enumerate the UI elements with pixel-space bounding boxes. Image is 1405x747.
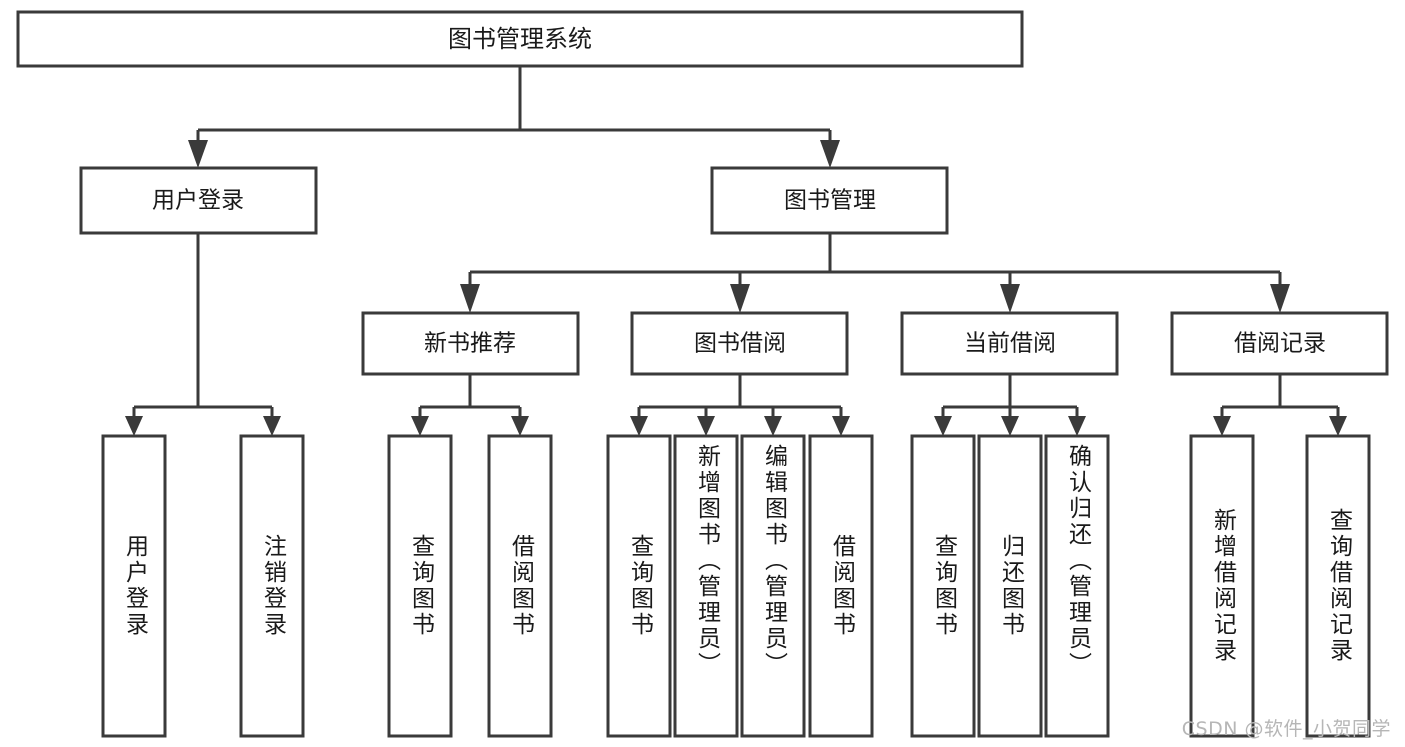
leaf-box-borrow-book-2[interactable] <box>808 434 874 738</box>
arrow-head-leaf-add-book <box>697 416 715 436</box>
arrow-head-leaf-borrow-book-2 <box>832 416 850 436</box>
leaf-boxes-book-borrow <box>606 434 874 738</box>
leaf-box-query-book-3[interactable] <box>910 434 976 738</box>
arrow-head-book-manage <box>820 140 840 168</box>
connectors-user-login-children <box>125 233 281 436</box>
leaf-boxes-current-borrow <box>910 434 1110 738</box>
arrow-head-leaf-borrow-book-1 <box>511 416 529 436</box>
leaf-box-return-book[interactable] <box>977 434 1043 738</box>
node-book-manage-box[interactable] <box>710 166 949 235</box>
node-current-borrow-box[interactable] <box>900 311 1119 376</box>
node-new-book-recommend[interactable]: 新书推荐 <box>361 311 580 376</box>
leaf-box-query-book-1[interactable] <box>387 434 453 738</box>
leaf-box-query-book-2[interactable] <box>606 434 672 738</box>
arrow-head-leaf-edit-book <box>764 416 782 436</box>
leaf-boxes-borrow-record <box>1189 434 1371 738</box>
node-book-manage[interactable]: 图书管理 <box>710 166 949 235</box>
node-book-borrow[interactable]: 图书借阅 <box>630 311 849 376</box>
leaf-box-confirm-return[interactable] <box>1044 434 1110 738</box>
csdn-watermark: CSDN @软件_小贺同学 <box>1181 718 1391 740</box>
arrow-head-leaf-user-login <box>125 416 143 436</box>
node-book-borrow-box[interactable] <box>630 311 849 376</box>
node-user-login-box[interactable] <box>79 166 318 235</box>
leaf-box-query-record[interactable] <box>1305 434 1371 738</box>
node-borrow-record-box[interactable] <box>1170 311 1389 376</box>
arrow-head-user-login <box>188 140 208 168</box>
leaf-box-borrow-book-1[interactable] <box>487 434 553 738</box>
arrow-head-leaf-add-record <box>1213 416 1231 436</box>
connectors-borrow-record-children <box>1213 374 1347 436</box>
arrow-head-leaf-query-book-2 <box>630 416 648 436</box>
leaf-boxes-user-login <box>101 434 305 738</box>
arrow-head-leaf-confirm-return <box>1068 416 1086 436</box>
leaf-boxes-new-book-recommend <box>387 434 553 738</box>
node-book-borrow-label: 图书借阅 <box>694 331 786 357</box>
node-current-borrow-label: 当前借阅 <box>964 331 1056 357</box>
connectors-new-book-children <box>411 374 529 436</box>
arrow-head-leaf-query-book-3 <box>934 416 952 436</box>
node-borrow-record[interactable]: 借阅记录 <box>1170 311 1389 376</box>
leaf-box-edit-book[interactable] <box>740 434 806 738</box>
node-new-book-recommend-label: 新书推荐 <box>424 331 516 357</box>
connectors-root-to-level2 <box>188 66 840 168</box>
leaf-box-add-book[interactable] <box>673 434 739 738</box>
connectors-current-borrow-children <box>934 374 1086 436</box>
arrow-head-book-borrow <box>730 284 750 313</box>
leaf-box-add-record[interactable] <box>1189 434 1255 738</box>
node-root-box[interactable] <box>16 10 1024 68</box>
arrow-head-borrow-record <box>1270 284 1290 313</box>
node-borrow-record-label: 借阅记录 <box>1234 331 1326 357</box>
node-user-login-label: 用户登录 <box>152 188 244 214</box>
arrow-head-current-borrow <box>1000 284 1020 313</box>
node-new-book-recommend-box[interactable] <box>361 311 580 376</box>
arrow-head-leaf-query-book-1 <box>411 416 429 436</box>
connectors-level2-to-level3 <box>460 233 1290 313</box>
node-root-system[interactable]: 图书管理系统 <box>16 10 1024 68</box>
arrow-head-leaf-query-record <box>1329 416 1347 436</box>
node-current-borrow[interactable]: 当前借阅 <box>900 311 1119 376</box>
arrow-head-leaf-return-book <box>1001 416 1019 436</box>
node-user-login[interactable]: 用户登录 <box>79 166 318 235</box>
node-book-manage-label: 图书管理 <box>784 188 876 214</box>
leaf-box-user-login[interactable] <box>101 434 167 738</box>
connectors-book-borrow-children <box>630 374 850 436</box>
arrow-head-leaf-logout <box>263 416 281 436</box>
arrow-head-new-book <box>460 284 480 313</box>
leaf-box-logout[interactable] <box>239 434 305 738</box>
node-root-label: 图书管理系统 <box>448 25 592 53</box>
